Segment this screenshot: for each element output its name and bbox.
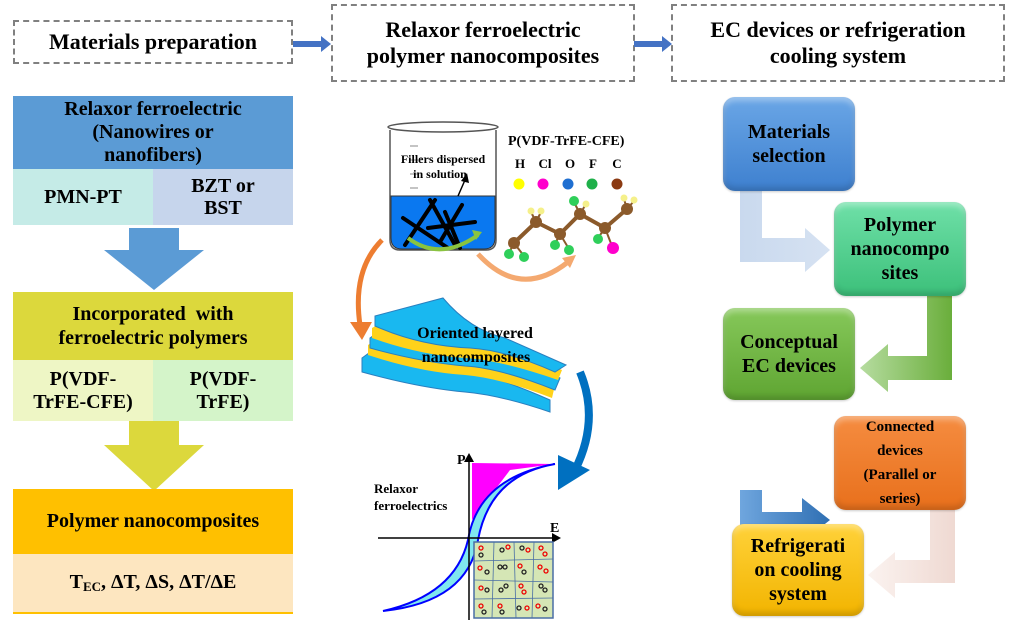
flow-step-polymer-nanocomposites: Polymer nanocompo sites <box>834 202 966 296</box>
down-arrow-blue <box>104 228 204 290</box>
step-line1: Connected <box>865 419 935 435</box>
step-line2: devices <box>877 443 923 459</box>
step-line1: Materials <box>747 121 831 143</box>
polymer-line2: ferroelectric polymers <box>58 327 248 349</box>
option-label: PMN-PT <box>44 185 122 208</box>
metrics-text: TEC, ΔT, ΔS, ΔT/ΔE <box>70 571 237 595</box>
incorporated-polymers-box: Incorporated with ferroelectric polymers <box>13 292 293 360</box>
header-step-label-line2: cooling system <box>769 43 907 68</box>
middle-illustration: Fillers dispersed in solution P(VDF-TrFE… <box>350 121 638 620</box>
metric-t: T <box>69 571 83 593</box>
relaxor-line1: Relaxor ferroelectric <box>64 98 242 120</box>
header-step-materials-preparation: Materials preparation <box>13 20 293 64</box>
step-line2: EC devices <box>742 355 836 377</box>
option-label-line1: BZT or <box>191 175 255 197</box>
option-pvdf-trfe-cfe: P(VDF- TrFE-CFE) <box>13 360 153 421</box>
option-label-line2: TrFE) <box>196 390 250 413</box>
step-line2: selection <box>752 145 826 167</box>
layered-sheets-icon <box>361 297 568 413</box>
option-label-line1: P(VDF- <box>189 367 257 390</box>
beaker-icon <box>387 121 499 252</box>
header-arrow-1 <box>293 36 331 52</box>
step-line2: nanocompo <box>850 238 950 260</box>
step-line4: series) <box>879 491 921 507</box>
hysteresis-x-label: E <box>550 521 559 536</box>
polymer-name: P(VDF-TrFE-CFE) <box>508 134 625 149</box>
arrow-to-layers-head <box>350 322 372 340</box>
step-line3: (Parallel or <box>863 467 937 483</box>
ec-metrics-box: TEC, ΔT, ΔS, ΔT/ΔE <box>13 554 293 614</box>
option-label-line2: TrFE-CFE) <box>33 390 133 413</box>
nanocomposites-label: Polymer nanocomposites <box>46 510 260 532</box>
legend-f-label: F <box>589 156 597 171</box>
legend-c-label: C <box>612 156 621 171</box>
legend-h-label: H <box>515 156 525 171</box>
flow-step-refrigeration-cooling-system: Refrigerati on cooling system <box>732 524 864 616</box>
option-pvdf-trfe: P(VDF- TrFE) <box>153 360 293 421</box>
flow-step-connected-devices: Connected devices (Parallel or series) <box>834 416 966 510</box>
legend-o-dot <box>562 178 574 190</box>
legend-cl-dot <box>537 178 549 190</box>
connector-1 <box>740 190 830 272</box>
beaker-label-line1: Fillers dispersed <box>401 152 486 166</box>
step-line1: Refrigerati <box>750 535 846 557</box>
hysteresis-label-line2: ferroelectrics <box>374 498 447 513</box>
option-bzt-bst: BZT or BST <box>153 169 293 225</box>
arrow-to-layers <box>355 238 384 326</box>
option-label-line2: BST <box>204 197 242 219</box>
beaker-label-line2: in solution <box>413 167 467 181</box>
molecule-icon <box>504 194 638 262</box>
step-line1: Polymer <box>863 214 937 236</box>
legend-cl-label: Cl <box>539 156 552 171</box>
arrow-to-molecule-head <box>562 255 576 268</box>
option-label-line1: P(VDF- <box>49 367 117 390</box>
connector-2 <box>860 290 952 392</box>
metric-rest: , ΔT, ΔS, ΔT/ΔE <box>101 571 237 593</box>
header-step-label-line2: polymer nanocomposites <box>366 43 600 68</box>
polymer-line1: Incorporated with <box>72 303 234 325</box>
flow-step-materials-selection: Materials selection <box>723 97 855 191</box>
legend-h-dot <box>513 178 525 190</box>
header-step-label: Materials preparation <box>49 29 257 54</box>
legend-o-label: O <box>565 156 575 171</box>
header-arrow-2 <box>634 36 672 52</box>
relaxor-ferroelectric-box: Relaxor ferroelectric (Nanowires or nano… <box>13 96 293 169</box>
option-pmn-pt: PMN-PT <box>13 169 153 225</box>
step-line1: Conceptual <box>740 331 838 353</box>
hysteresis-label-line1: Relaxor <box>374 481 418 496</box>
down-arrow-yellow <box>104 421 204 491</box>
step-line3: sites <box>881 262 919 284</box>
step-line2: on cooling <box>754 559 842 581</box>
polymer-nanocomposites-box: Polymer nanocomposites <box>13 489 293 554</box>
metric-t-subscript: EC <box>82 579 102 594</box>
legend-c-dot <box>611 178 623 190</box>
hysteresis-plot <box>378 453 561 620</box>
step-line3: system <box>769 583 827 605</box>
layered-label-line1: Oriented layered <box>417 325 533 342</box>
header-step-label-line1: EC devices or refrigeration <box>710 17 966 42</box>
legend-f-dot <box>586 178 598 190</box>
arrow-to-hysteresis-head <box>558 455 590 490</box>
header-step-label-line1: Relaxor ferroelectric <box>385 17 581 42</box>
arrow-to-hysteresis <box>571 370 593 472</box>
flow-step-conceptual-ec-devices: Conceptual EC devices <box>723 308 855 400</box>
header-step-ec-devices: EC devices or refrigeration cooling syst… <box>671 4 1005 82</box>
hysteresis-y-label: P <box>457 453 466 468</box>
connector-4 <box>868 510 955 598</box>
header-step-relaxor-nanocomposites: Relaxor ferroelectric polymer nanocompos… <box>331 4 635 82</box>
layered-label-line2: nanocomposites <box>422 349 530 366</box>
arrow-to-molecule <box>476 252 570 282</box>
relaxor-line3: nanofibers) <box>104 144 202 166</box>
relaxor-line2: (Nanowires or <box>92 121 214 143</box>
